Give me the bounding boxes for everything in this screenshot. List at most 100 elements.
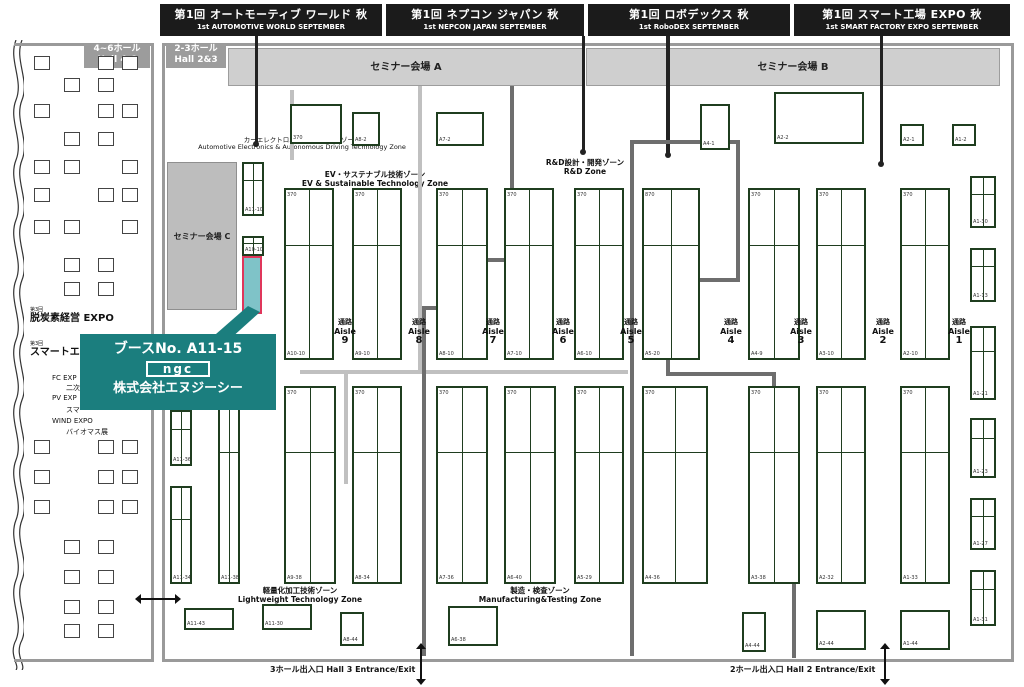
booth-block-small[interactable]: [64, 570, 80, 584]
booth-block[interactable]: [816, 188, 866, 360]
booth-block-small[interactable]: [34, 104, 50, 118]
booth-block-small[interactable]: [34, 500, 50, 514]
booth-block[interactable]: [700, 104, 730, 150]
booth-block[interactable]: [170, 486, 192, 584]
booth-block[interactable]: [970, 176, 996, 228]
booth-callout[interactable]: ブースNo. A11-15 ngc 株式会社エヌジーシー: [80, 334, 276, 410]
booth-block[interactable]: [970, 326, 996, 400]
zone-manufacturing-en: Manufacturing&Testing Zone: [478, 595, 602, 604]
booth-block-small[interactable]: [98, 104, 114, 118]
booth-number: A3-10: [819, 351, 834, 357]
booth-block[interactable]: [970, 570, 996, 626]
walkway-dark: [422, 306, 426, 656]
booth-block-small[interactable]: [34, 440, 50, 454]
booth-block-small[interactable]: [98, 188, 114, 202]
booth-block[interactable]: [170, 410, 192, 466]
booth-number: A7-2: [439, 137, 451, 143]
booth-block[interactable]: [574, 188, 624, 360]
booth-number: A9-10: [355, 351, 370, 357]
booth-block[interactable]: [504, 188, 554, 360]
booth-block[interactable]: [184, 608, 234, 630]
booth-block[interactable]: [742, 612, 766, 652]
booth-block-small[interactable]: [122, 104, 138, 118]
booth-block-small[interactable]: [64, 220, 80, 234]
booth-block[interactable]: [900, 610, 950, 650]
booth-block[interactable]: [352, 188, 402, 360]
callout-company-name: 株式会社エヌジーシー: [113, 381, 243, 396]
booth-block[interactable]: [642, 188, 700, 360]
booth-block-small[interactable]: [98, 78, 114, 92]
booth-block[interactable]: [504, 386, 556, 584]
booth-block-small[interactable]: [98, 500, 114, 514]
booth-block[interactable]: [340, 612, 364, 646]
booth-block[interactable]: [436, 112, 484, 146]
booth-block-small[interactable]: [98, 600, 114, 614]
booth-block[interactable]: [748, 386, 800, 584]
booth-block-small[interactable]: [64, 78, 80, 92]
booth-block[interactable]: [352, 386, 402, 584]
booth-block[interactable]: [284, 386, 336, 584]
booth-block-small[interactable]: [34, 56, 50, 70]
aisle-number: 2: [879, 335, 887, 346]
seminar-room-a[interactable]: セミナー会場 A: [228, 48, 584, 86]
booth-block[interactable]: [284, 188, 334, 360]
booth-block[interactable]: [970, 248, 996, 302]
booth-block[interactable]: [436, 188, 488, 360]
seminar-room-c[interactable]: セミナー会場 C: [167, 162, 237, 310]
booth-block-small[interactable]: [98, 540, 114, 554]
booth-block-small[interactable]: [122, 500, 138, 514]
booth-block-small[interactable]: [122, 220, 138, 234]
booth-block-small[interactable]: [122, 160, 138, 174]
booth-block[interactable]: [448, 606, 498, 646]
booth-block[interactable]: [262, 604, 312, 630]
booth-block[interactable]: [242, 162, 264, 216]
booth-block[interactable]: [900, 124, 924, 146]
booth-block-small[interactable]: [64, 132, 80, 146]
booth-block-small[interactable]: [122, 470, 138, 484]
booth-block[interactable]: [900, 386, 950, 584]
booth-block-small[interactable]: [98, 440, 114, 454]
booth-block-small[interactable]: [64, 258, 80, 272]
booth-block[interactable]: [748, 188, 800, 360]
booth-number: A1-2: [955, 137, 967, 143]
booth-block[interactable]: [642, 386, 708, 584]
booth-block[interactable]: [290, 104, 342, 144]
booth-block-small[interactable]: [64, 282, 80, 296]
booth-block-small[interactable]: [98, 258, 114, 272]
booth-block-small[interactable]: [34, 188, 50, 202]
booth-block-small[interactable]: [64, 600, 80, 614]
booth-block[interactable]: [952, 124, 976, 146]
zone-lightweight-label: 軽量化加工技術ゾーン Lightweight Technology Zone: [230, 586, 370, 604]
booth-block-small[interactable]: [122, 188, 138, 202]
booth-block[interactable]: [900, 188, 950, 360]
booth-block-small[interactable]: [34, 220, 50, 234]
booth-block-small[interactable]: [98, 132, 114, 146]
booth-block-small[interactable]: [98, 56, 114, 70]
booth-block[interactable]: [816, 610, 866, 650]
booth-block-small[interactable]: [64, 160, 80, 174]
pointer-smart-factory: [880, 36, 883, 164]
booth-block-small[interactable]: [34, 160, 50, 174]
booth-block[interactable]: [574, 386, 624, 584]
booth-block-small[interactable]: [122, 56, 138, 70]
booth-block[interactable]: [816, 386, 866, 584]
booth-block-small[interactable]: [64, 624, 80, 638]
booth-block[interactable]: [970, 498, 996, 550]
booth-block[interactable]: [218, 386, 240, 584]
booth-block-small[interactable]: [98, 570, 114, 584]
booth-block[interactable]: [352, 112, 380, 146]
booth-block-small[interactable]: [34, 470, 50, 484]
booth-block-small[interactable]: [98, 470, 114, 484]
pointer-smart-factory-dot: [878, 161, 884, 167]
booth-block[interactable]: [774, 92, 864, 144]
booth-block[interactable]: [242, 236, 264, 256]
hall46-expo1-prefix: 第3回: [30, 307, 44, 313]
booth-number: 370: [645, 390, 655, 396]
seminar-room-b[interactable]: セミナー会場 B: [586, 48, 1000, 86]
booth-block[interactable]: [436, 386, 488, 584]
booth-block-small[interactable]: [98, 282, 114, 296]
booth-block-small[interactable]: [98, 624, 114, 638]
booth-block-small[interactable]: [122, 440, 138, 454]
booth-block-small[interactable]: [64, 540, 80, 554]
booth-block[interactable]: [970, 418, 996, 478]
